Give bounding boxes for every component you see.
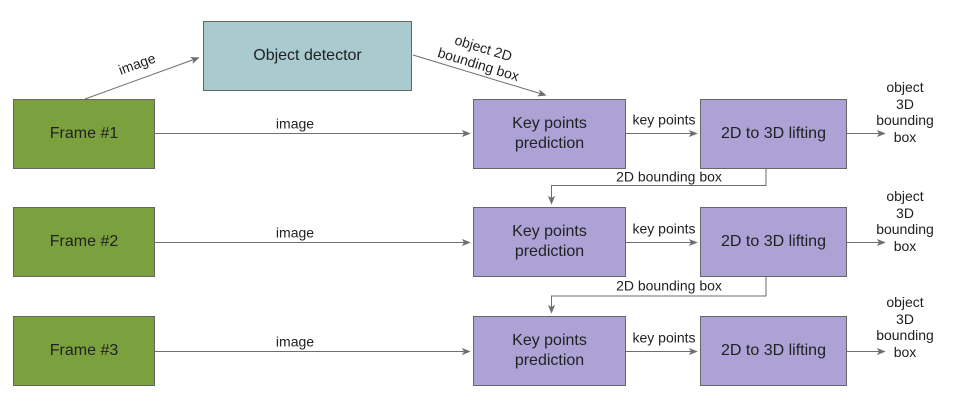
edge-label-keypoints-row1: key points <box>632 111 696 128</box>
node-lifting-1: 2D to 3D lifting <box>700 99 847 169</box>
node-lifting-2: 2D to 3D lifting <box>700 207 847 277</box>
arrow-detector-to-keypoints1 <box>412 54 547 97</box>
arrow-feedback-row1-row2 <box>547 169 767 205</box>
edge-label-image-row2: image <box>275 224 315 241</box>
node-lifting-3: 2D to 3D lifting <box>700 316 847 386</box>
node-keypoints-1: Key points prediction <box>473 99 626 169</box>
edge-label-feedback-row1: 2D bounding box <box>616 168 722 185</box>
node-keypoints-2: Key points prediction <box>473 207 626 277</box>
edge-label-image-row1: image <box>275 115 315 132</box>
edge-label-keypoints-row3: key points <box>632 329 696 346</box>
node-frame-2: Frame #2 <box>13 207 155 277</box>
node-keypoints-3: Key points prediction <box>473 316 626 386</box>
edge-label-feedback-row2: 2D bounding box <box>616 277 722 294</box>
arrow-frame1-to-detector <box>84 57 200 100</box>
node-frame-3: Frame #3 <box>13 316 155 386</box>
edge-label-output-row2: object 3D bounding box <box>876 187 934 254</box>
edge-label-output-row3: object 3D bounding box <box>876 293 934 360</box>
node-object-detector: Object detector <box>203 21 412 91</box>
arrow-feedback-row2-row3 <box>547 277 767 314</box>
edge-label-image-row3: image <box>275 333 315 350</box>
edge-label-keypoints-row2: key points <box>632 220 696 237</box>
node-frame-1: Frame #1 <box>13 99 155 169</box>
edge-label-output-row1: object 3D bounding box <box>876 78 934 145</box>
